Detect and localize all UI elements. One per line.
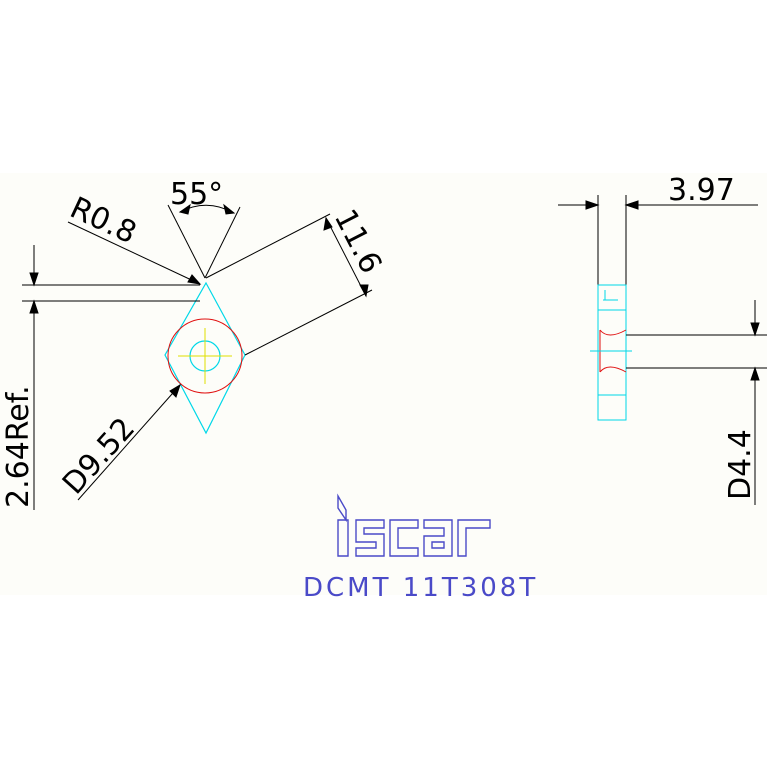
radius-leader — [67, 221, 202, 285]
side-profile — [597, 284, 627, 421]
ref-height-dimension — [22, 245, 200, 510]
hole-diameter-dimension — [626, 300, 767, 505]
thickness-dimension — [558, 200, 758, 210]
part-designation: DCMT 11T308T — [303, 573, 538, 603]
inscribed-circle — [167, 318, 243, 394]
edge-length-dimension — [205, 213, 373, 356]
thickness-label: 3.97 — [668, 173, 735, 208]
iscar-logo-mark — [337, 493, 491, 557]
angle-dimension — [167, 203, 241, 279]
ref-height-label: 2.64Ref. — [1, 385, 36, 508]
angle-label: 55° — [170, 177, 223, 212]
insert-side-view — [590, 195, 632, 421]
inscribed-diameter-leader — [77, 383, 181, 501]
hole-diameter-label: D4.4 — [723, 429, 758, 500]
insert-front-view — [164, 281, 246, 435]
